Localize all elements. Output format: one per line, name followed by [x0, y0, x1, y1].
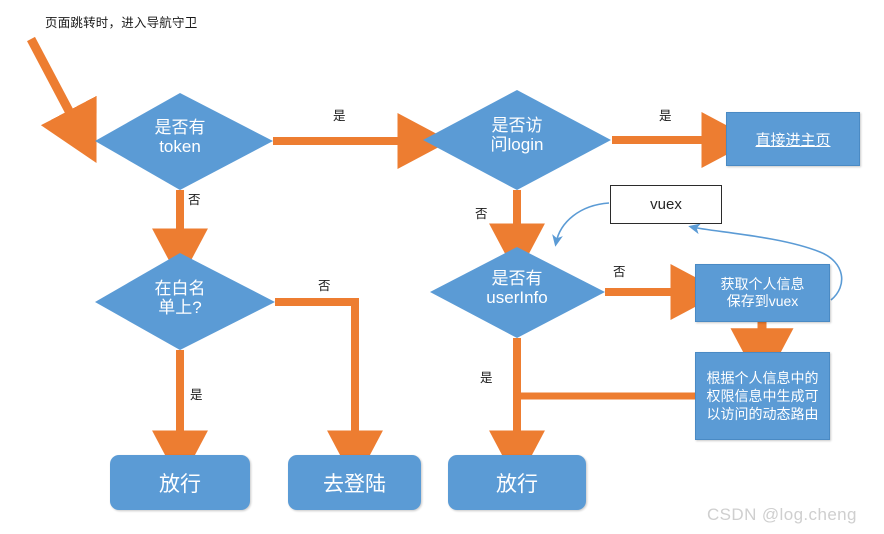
shape-diamond-has-userinfo — [430, 247, 605, 338]
node-gen-routes[interactable]: 根据个人信息中的 权限信息中生成可 以访问的动态路由 — [695, 352, 830, 440]
node-go-home-label: 直接进主页 — [755, 131, 831, 149]
node-pass-left[interactable]: 放行 — [110, 455, 250, 510]
node-go-login-label: 去登陆 — [323, 472, 386, 496]
watermark: CSDN @log.cheng — [707, 505, 857, 524]
node-vuex-label: vuex — [650, 196, 682, 213]
node-label-has-userinfo: 是否有 userInfo — [486, 269, 548, 308]
page-title: 页面跳转时，进入导航守卫 — [45, 16, 198, 30]
node-go-home[interactable]: 直接进主页 — [726, 112, 860, 166]
shape-diamond-visit-login — [423, 90, 611, 190]
edge-label-whitelist-no: 否 — [318, 279, 331, 293]
node-gen-routes-label: 根据个人信息中的 权限信息中生成可 以访问的动态路由 — [706, 369, 819, 423]
edge-label-login-yes: 是 — [659, 109, 672, 123]
edge-whitelist-no — [275, 298, 383, 484]
node-label-in-whitelist: 在白名 单上? — [154, 279, 206, 318]
edge-label-whitelist-yes: 是 — [190, 388, 203, 402]
edge-label-userinfo-no: 否 — [613, 265, 626, 279]
edge-entry-arrow — [27, 36, 97, 164]
edge-vuex-read-curve — [552, 202, 610, 247]
node-fetch-userinfo[interactable]: 获取个人信息 保存到vuex — [695, 264, 830, 322]
node-label-has-token: 是否有 token — [154, 118, 206, 157]
node-fetch-userinfo-label: 获取个人信息 保存到vuex — [720, 275, 805, 310]
node-vuex[interactable]: vuex — [610, 185, 722, 224]
edge-label-token-yes: 是 — [333, 109, 346, 123]
node-pass-mid[interactable]: 放行 — [448, 455, 586, 510]
edge-label-userinfo-yes: 是 — [480, 371, 493, 385]
edge-vuex-write-curve — [688, 223, 843, 301]
shape-diamond-in-whitelist — [95, 253, 275, 350]
shape-diamond-has-token — [95, 93, 273, 190]
edge-label-login-no: 否 — [475, 207, 488, 221]
node-pass-mid-label: 放行 — [496, 472, 538, 496]
node-pass-left-label: 放行 — [159, 472, 201, 496]
node-go-login[interactable]: 去登陆 — [288, 455, 421, 510]
edge-label-token-no: 否 — [188, 193, 201, 207]
node-label-visit-login: 是否访 问login — [490, 116, 544, 155]
